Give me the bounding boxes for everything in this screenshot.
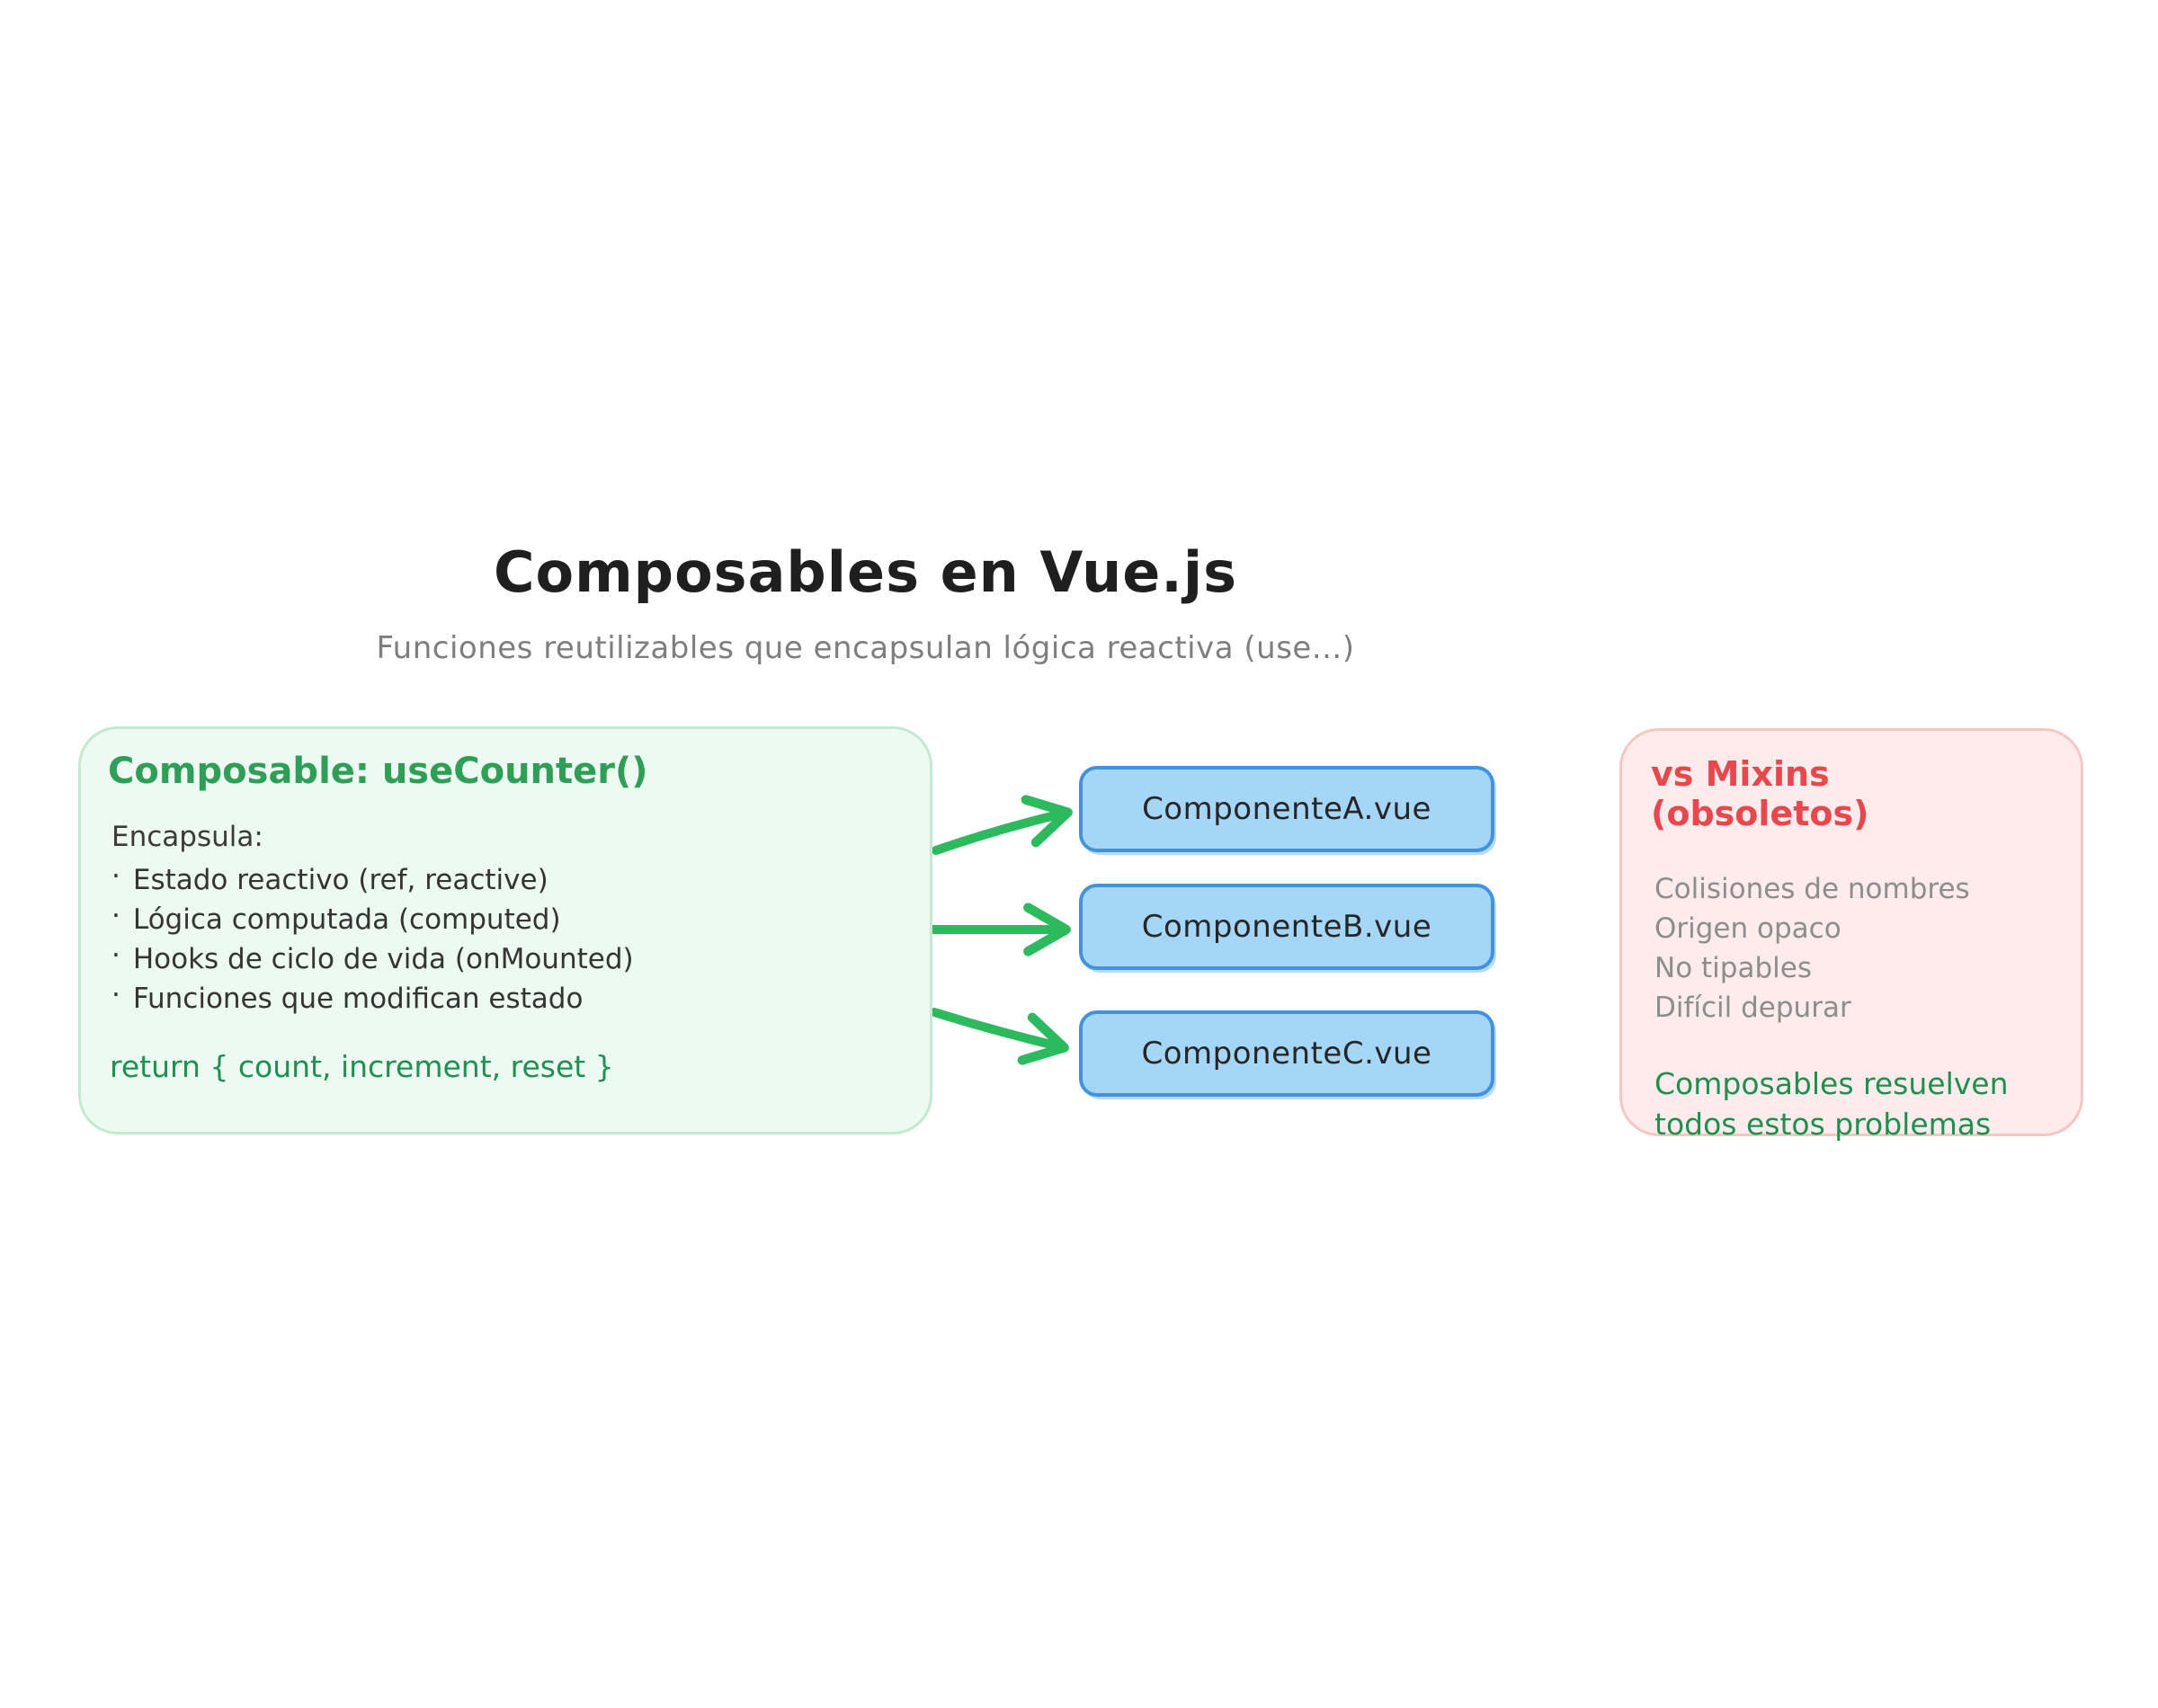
diagram-header: Composables en Vue.js Funciones reutiliz… [0,539,1731,666]
bullet-text: Estado reactivo (ref, reactive) [132,864,548,896]
encapsula-label: Encapsula: [111,821,263,853]
component-a-label: ComponenteA.vue [1142,791,1431,827]
arrow-to-component-c [930,1008,1069,1065]
problem-item: No tipables [1654,952,1812,984]
composable-card-title: Composable: useCounter() [108,751,648,792]
problem-item: Origen opaco [1654,912,1841,945]
bullet-marker: · [111,900,120,932]
bullet-marker: · [111,939,120,972]
arrow-to-component-a [932,795,1073,855]
component-a-box: ComponenteA.vue [1079,766,1494,852]
page-subtitle: Funciones reutilizables que encapsulan l… [376,630,1355,666]
bullet-text: Funciones que modifican estado [132,983,584,1015]
component-c-label: ComponenteC.vue [1141,1036,1432,1072]
bullet-item: · Estado reactivo (ref, reactive) [111,860,903,900]
problem-item: Colisiones de nombres [1654,873,1970,905]
conclusion-text: Composables resuelven todos estos proble… [1654,1063,2059,1144]
return-statement: return { count, increment, reset } [110,1049,614,1084]
composable-card: Composable: useCounter() Encapsula: · Est… [78,726,932,1134]
composable-bullet-list: · Estado reactivo (ref, reactive) · Lógica… [108,860,903,1019]
conclusion-line: todos estos problemas [1654,1107,1992,1142]
page-title: Composables en Vue.js [493,539,1238,605]
bullet-text: Lógica computada (computed) [132,903,561,936]
conclusion-line: Composables resuelven [1654,1066,2009,1101]
mixins-card-title: vs Mixins (obsoletos) [1651,754,1869,833]
mixins-problem-list: Colisiones de nombres Origen opaco No ti… [1651,869,2059,1027]
bullet-text: Hooks de ciclo de vida (onMounted) [132,943,634,975]
bullet-item: · Funciones que modifican estado [111,979,903,1019]
bullet-marker: · [111,979,120,1011]
problem-item: Difícil depurar [1654,992,1851,1024]
component-b-label: ComponenteB.vue [1141,909,1432,945]
mixins-card: vs Mixins (obsoletos) Colisiones de nomb… [1619,728,2083,1142]
bullet-marker: · [111,860,120,893]
component-b-box: ComponenteB.vue [1079,884,1494,970]
bullet-item: · Lógica computada (computed) [111,900,903,939]
component-c-box: ComponenteC.vue [1079,1010,1494,1097]
bullet-item: · Hooks de ciclo de vida (onMounted) [111,939,903,979]
